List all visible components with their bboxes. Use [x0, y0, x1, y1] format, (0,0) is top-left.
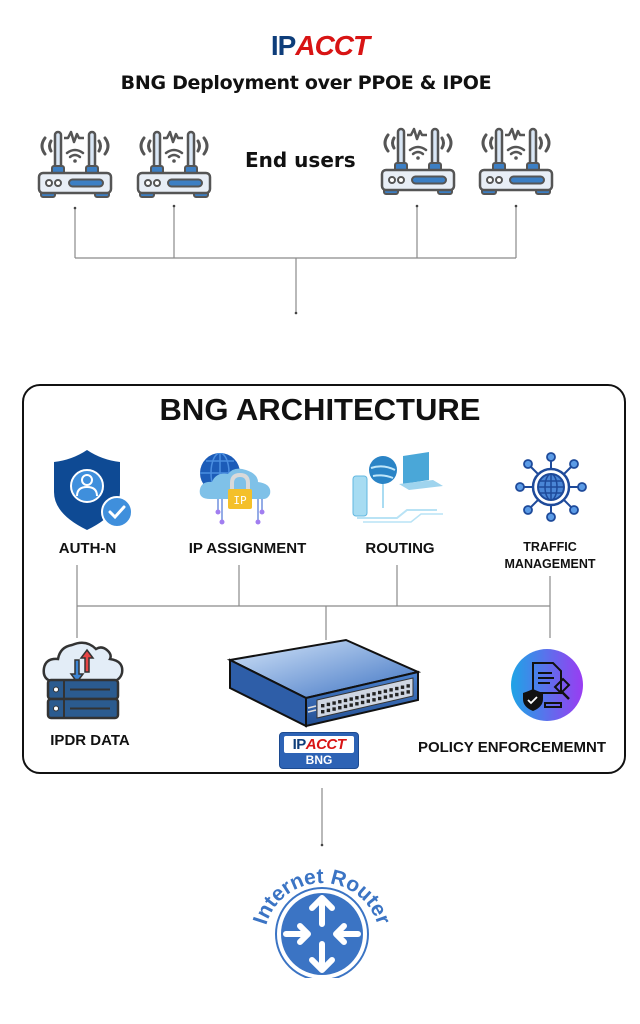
switch-port — [400, 691, 405, 695]
switch-port — [383, 689, 388, 693]
switch-port — [349, 697, 353, 701]
badge-logo: IPACCT — [284, 736, 354, 753]
component-label-routing: ROUTING — [365, 540, 435, 557]
switch-port — [326, 702, 331, 707]
network-routing-icon — [352, 452, 443, 523]
switch-port — [395, 692, 399, 697]
switch-port — [338, 700, 342, 704]
switch-port — [400, 685, 405, 689]
component-label-traffic-management: TRAFFIC MANAGEMENT — [490, 539, 610, 573]
switch-port — [389, 688, 393, 692]
switch-port — [383, 695, 388, 699]
cloud-server-icon — [42, 641, 124, 720]
component-label-ipdr-data: IPDR DATA — [50, 732, 130, 749]
shield-user-check-icon — [54, 450, 133, 530]
switch-port — [349, 703, 353, 707]
switch-port — [321, 704, 325, 708]
switch-port — [360, 700, 365, 705]
svg-text:IP: IP — [233, 494, 247, 507]
switch-port — [343, 704, 348, 709]
logo-ip: IP — [270, 30, 296, 61]
switch-port — [372, 692, 376, 696]
switch-port — [378, 696, 382, 701]
badge-acct: ACCT — [305, 736, 346, 753]
switch-port — [355, 702, 359, 706]
switch-port — [406, 684, 410, 688]
switch-port — [355, 696, 359, 700]
switch-port — [332, 701, 336, 705]
network-switch-icon — [226, 638, 422, 728]
switch-port — [372, 698, 376, 702]
bng-architecture-panel — [22, 384, 626, 774]
switch-port — [378, 690, 382, 695]
switch-port — [321, 710, 325, 714]
cloud-ip-lock-icon: IP — [199, 453, 271, 525]
switch-port — [389, 694, 393, 698]
router-arrows-icon: Internet Router — [252, 865, 392, 978]
switch-port — [360, 694, 365, 699]
component-label-ip-assignment: IP ASSIGNMENT — [188, 540, 307, 557]
switch-port — [332, 707, 336, 711]
ipacct-bng-badge: IPACCT BNG — [279, 732, 359, 769]
end-users-label: End users — [245, 148, 356, 172]
switch-port — [343, 698, 348, 703]
architecture-title: BNG ARCHITECTURE — [159, 392, 481, 427]
page-title: BNG Deployment over PPOE & IPOE — [120, 72, 492, 94]
globe-network-icon — [515, 452, 587, 522]
switch-port — [338, 706, 342, 710]
label-line: TRAFFIC — [523, 540, 577, 554]
ipacct-logo: IPACCT — [0, 30, 640, 62]
label-line: MANAGEMENT — [504, 557, 596, 571]
component-label-policy-enforcement: POLICY ENFORCEMEMNT — [417, 739, 607, 756]
switch-port — [366, 693, 370, 697]
policy-gavel-icon — [511, 649, 583, 721]
component-label-auth-n: AUTH-N — [58, 540, 117, 557]
switch-port — [366, 699, 370, 703]
switch-port — [326, 708, 331, 713]
badge-ip: IP — [292, 736, 307, 753]
badge-label: BNG — [305, 753, 333, 767]
switch-port — [395, 686, 399, 691]
logo-acct: ACCT — [295, 30, 370, 61]
switch-port — [406, 690, 410, 694]
